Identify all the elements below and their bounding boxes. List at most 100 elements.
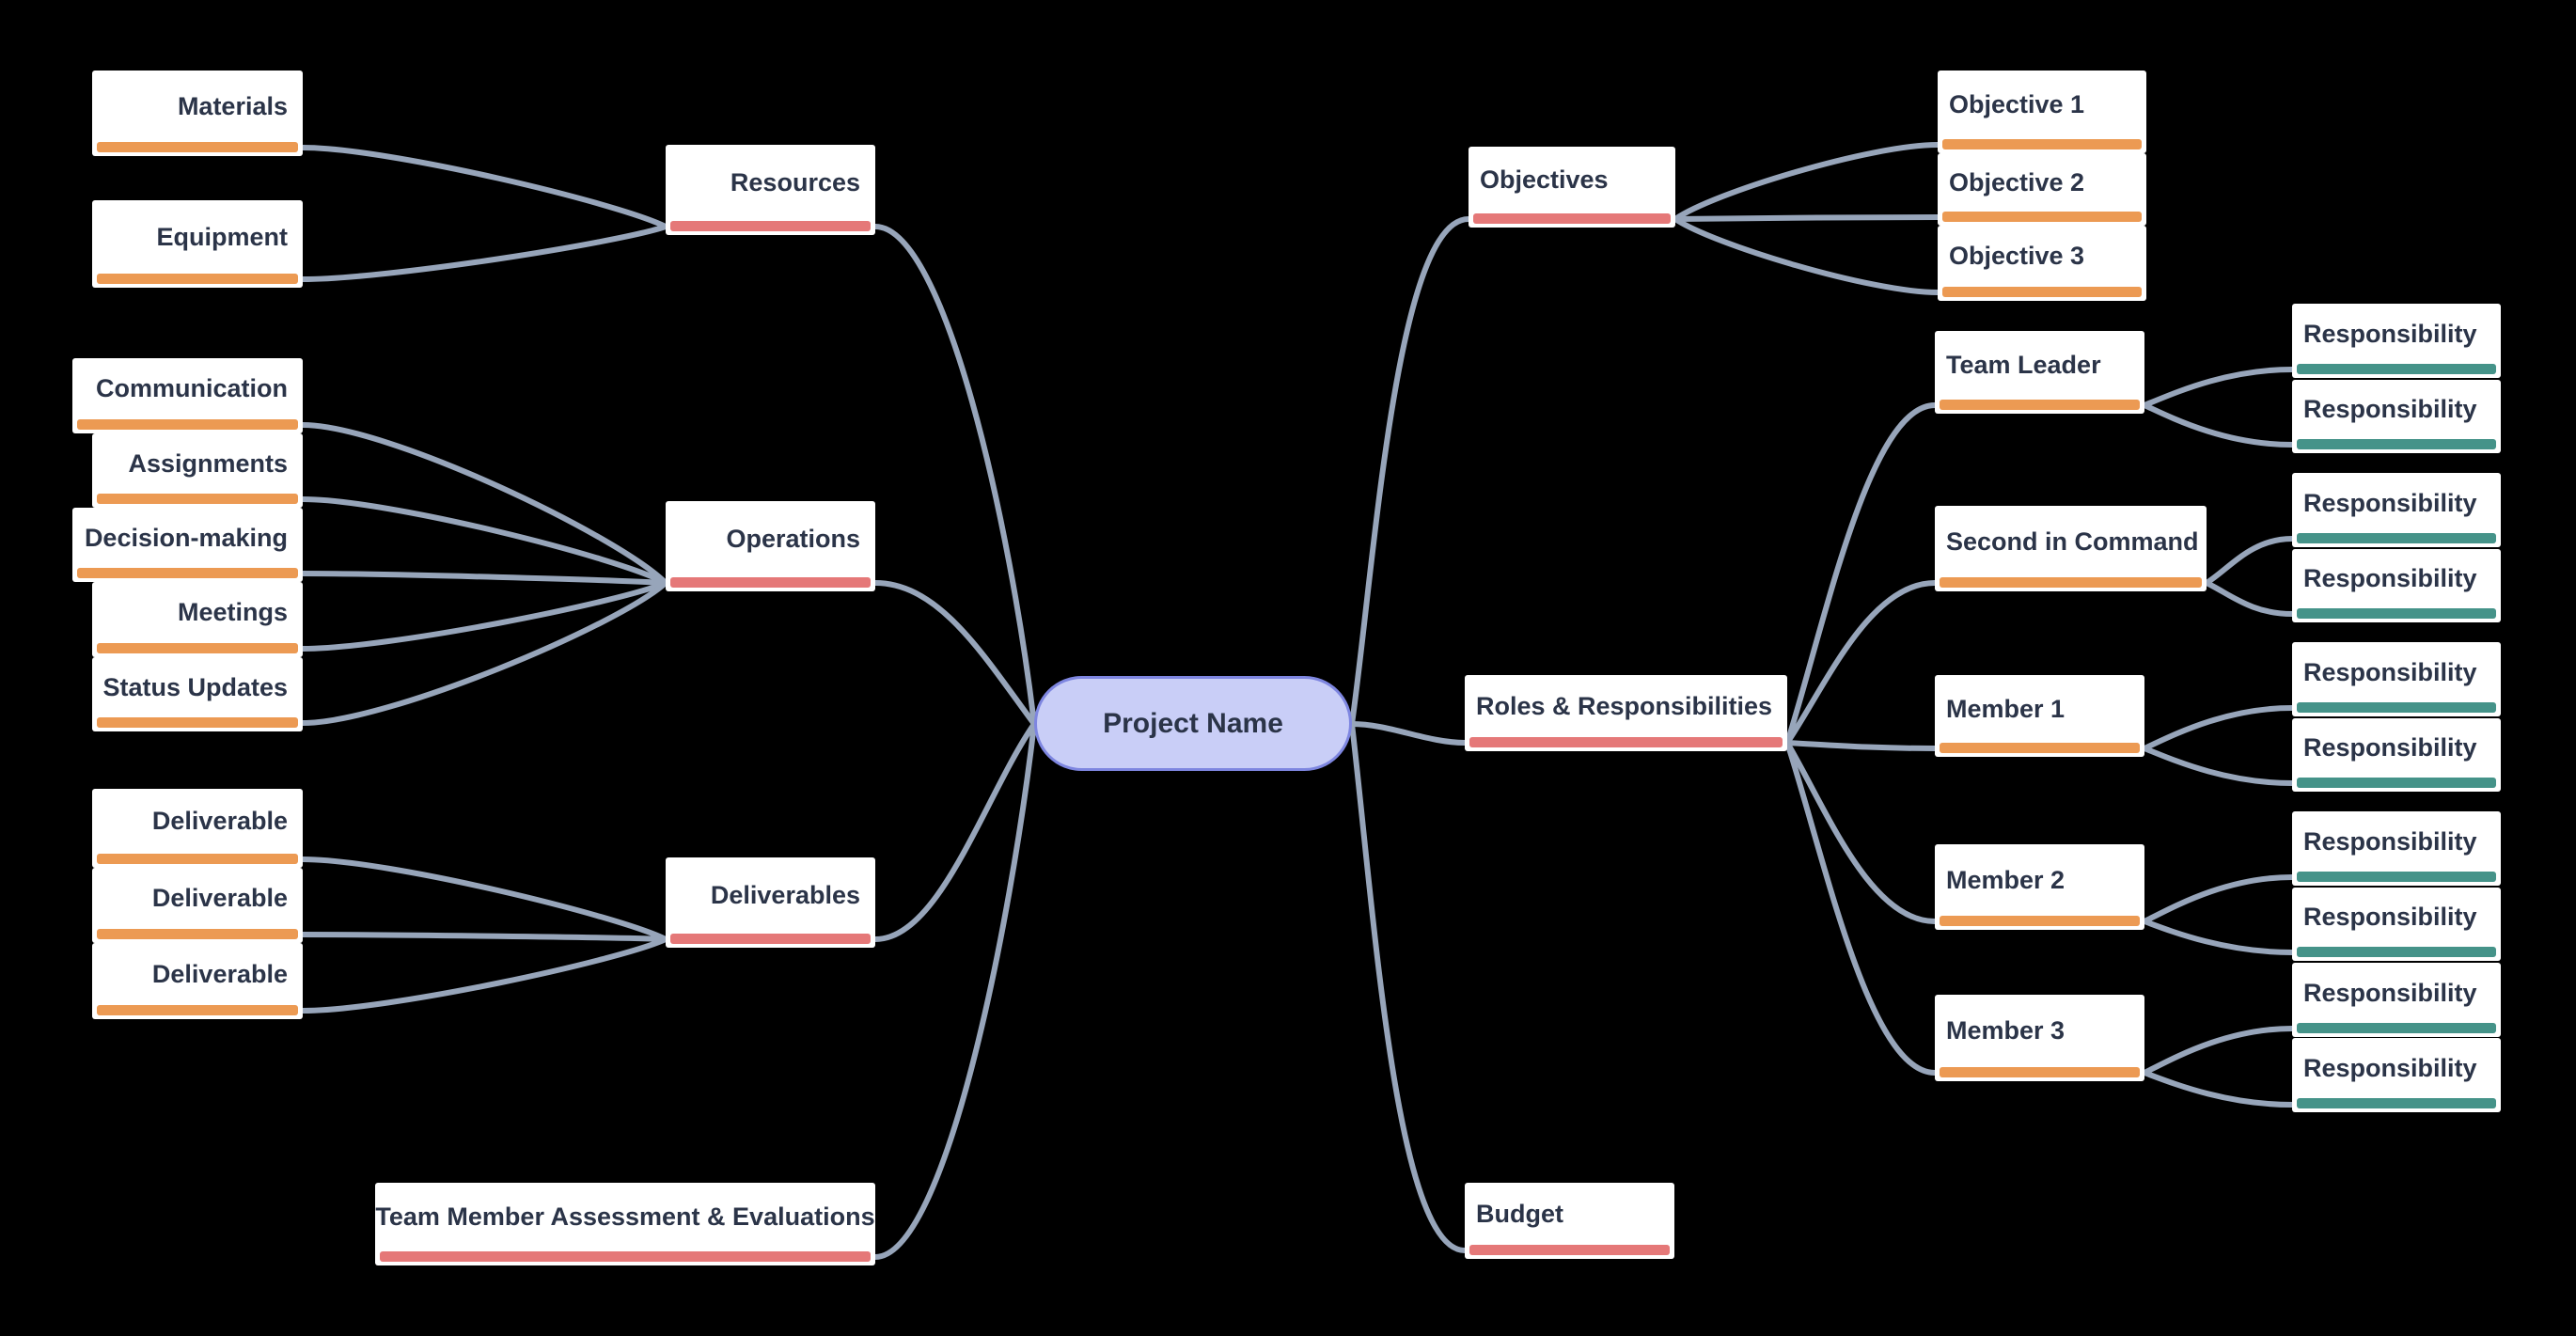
node-member-3-responsibility-1[interactable]: Responsibility	[2292, 963, 2501, 1037]
node-second-in-command-responsibility-1-underline	[2297, 533, 2496, 543]
edge-deliverable3-deliverables	[300, 936, 668, 1014]
node-operations[interactable]: Operations	[666, 501, 875, 591]
node-roles-responsibilities[interactable]: Roles & Responsibilities	[1465, 675, 1787, 751]
edge-objectives-objective3	[1673, 216, 1940, 295]
node-team-member-assessment-label: Team Member Assessment & Evaluations	[375, 1202, 875, 1231]
edge-root-budget	[1349, 721, 1468, 1253]
edge-roles-second-in-command	[1784, 580, 1938, 746]
node-deliverable-1[interactable]: Deliverable	[92, 789, 303, 868]
node-operations-underline	[670, 577, 871, 588]
node-budget[interactable]: Budget	[1465, 1183, 1674, 1259]
node-objective-1-underline	[1942, 139, 2142, 149]
root-node-project-name[interactable]: Project Name	[1034, 676, 1352, 771]
node-member-2-responsibility-1-underline	[2297, 872, 2496, 882]
edge-deliverables-root	[872, 721, 1037, 942]
node-meetings-underline	[97, 643, 298, 653]
node-member-3-underline	[1940, 1067, 2140, 1077]
edge-status-updates-operations	[300, 580, 668, 726]
edge-materials-resources	[300, 145, 668, 229]
node-deliverables[interactable]: Deliverables	[666, 857, 875, 948]
node-materials-underline	[97, 142, 298, 152]
node-second-in-command[interactable]: Second in Command	[1935, 506, 2207, 591]
node-team-leader-label: Team Leader	[1946, 351, 2101, 379]
root-node-label: Project Name	[1103, 707, 1283, 739]
node-decision-making-underline	[77, 568, 298, 578]
edge-roles-member3	[1784, 740, 1938, 1076]
node-materials-label: Materials	[177, 91, 288, 120]
node-member-2[interactable]: Member 2	[1935, 844, 2144, 930]
node-member-2-responsibility-1[interactable]: Responsibility	[2292, 811, 2501, 886]
node-objective-3[interactable]: Objective 3	[1938, 226, 2146, 301]
edge-decision-making-operations	[300, 571, 668, 586]
node-meetings-label: Meetings	[177, 598, 288, 626]
node-member-1-label: Member 1	[1946, 694, 2066, 723]
node-deliverable-2[interactable]: Deliverable	[92, 868, 303, 943]
node-member-3-responsibility-2[interactable]: Responsibility	[2292, 1038, 2501, 1112]
edge-equipment-resources	[300, 224, 668, 282]
node-member-1-responsibility-2[interactable]: Responsibility	[2292, 718, 2501, 792]
node-team-leader-responsibility-1[interactable]: Responsibility	[2292, 304, 2501, 378]
node-member-1-responsibility-1[interactable]: Responsibility	[2292, 642, 2501, 716]
node-team-leader-responsibility-2[interactable]: Responsibility	[2292, 380, 2501, 453]
node-decision-making[interactable]: Decision-making	[72, 508, 303, 582]
edge-deliverable1-deliverables	[300, 857, 668, 942]
node-roles-responsibilities-underline	[1469, 737, 1783, 747]
node-member-3-responsibility-1-label: Responsibility	[2303, 978, 2477, 1007]
node-objective-3-label: Objective 3	[1949, 242, 2085, 270]
edge-meetings-operations	[300, 580, 668, 652]
node-second-in-command-responsibility-2[interactable]: Responsibility	[2292, 549, 2501, 622]
node-objective-2[interactable]: Objective 2	[1938, 153, 2146, 226]
edge-roles-member1	[1784, 740, 1938, 751]
node-equipment-underline	[97, 274, 298, 284]
node-team-leader-responsibility-1-label: Responsibility	[2303, 319, 2477, 348]
node-second-in-command-responsibility-1[interactable]: Responsibility	[2292, 473, 2501, 547]
node-member-1[interactable]: Member 1	[1935, 675, 2144, 757]
edge-resources-root	[872, 224, 1037, 727]
edge-member1-resp2	[2142, 746, 2295, 786]
edge-communication-operations	[300, 422, 668, 586]
node-budget-label: Budget	[1476, 1199, 1563, 1228]
node-member-3[interactable]: Member 3	[1935, 995, 2144, 1081]
node-objective-3-underline	[1942, 287, 2142, 297]
node-assignments-label: Assignments	[128, 448, 288, 478]
node-member-1-responsibility-2-underline	[2297, 778, 2496, 788]
edge-member2-resp2	[2142, 919, 2295, 955]
node-member-3-responsibility-2-underline	[2297, 1098, 2496, 1108]
node-objective-1[interactable]: Objective 1	[1938, 71, 2146, 153]
node-resources-underline	[670, 221, 871, 231]
node-team-member-assessment-underline	[380, 1251, 871, 1262]
node-materials[interactable]: Materials	[92, 71, 303, 156]
node-deliverables-underline	[670, 934, 871, 944]
node-objectives[interactable]: Objectives	[1469, 147, 1675, 228]
node-equipment[interactable]: Equipment	[92, 200, 303, 288]
node-status-updates[interactable]: Status Updates	[92, 657, 303, 731]
node-status-updates-label: Status Updates	[102, 672, 288, 701]
node-team-leader-responsibility-2-label: Responsibility	[2303, 395, 2477, 423]
edge-second-in-command-resp1	[2204, 536, 2295, 586]
node-member-1-responsibility-2-label: Responsibility	[2303, 733, 2477, 762]
node-member-1-responsibility-1-label: Responsibility	[2303, 657, 2477, 686]
node-communication-underline	[77, 419, 298, 430]
node-assignments[interactable]: Assignments	[92, 433, 303, 508]
node-member-2-responsibility-2[interactable]: Responsibility	[2292, 888, 2501, 961]
node-team-leader[interactable]: Team Leader	[1935, 331, 2144, 414]
node-deliverable-3-underline	[97, 1005, 298, 1015]
node-deliverable-1-underline	[97, 854, 298, 864]
edge-assignments-operations	[300, 496, 668, 586]
node-member-1-responsibility-1-underline	[2297, 702, 2496, 713]
node-operations-label: Operations	[726, 525, 860, 553]
node-roles-responsibilities-label: Roles & Responsibilities	[1476, 691, 1773, 720]
node-team-member-assessment[interactable]: Team Member Assessment & Evaluations	[375, 1183, 875, 1265]
node-resources[interactable]: Resources	[666, 145, 875, 235]
edge-assessment-root	[872, 721, 1037, 1260]
node-member-3-responsibility-2-label: Responsibility	[2303, 1053, 2477, 1082]
edge-deliverable2-deliverables	[300, 932, 668, 942]
node-deliverable-3[interactable]: Deliverable	[92, 943, 303, 1019]
node-team-leader-responsibility-1-underline	[2297, 364, 2496, 374]
edge-roles-member2	[1784, 740, 1938, 924]
node-member-2-underline	[1940, 916, 2140, 926]
edge-member2-resp1	[2142, 874, 2295, 924]
node-communication[interactable]: Communication	[72, 358, 303, 433]
node-meetings[interactable]: Meetings	[92, 582, 303, 657]
